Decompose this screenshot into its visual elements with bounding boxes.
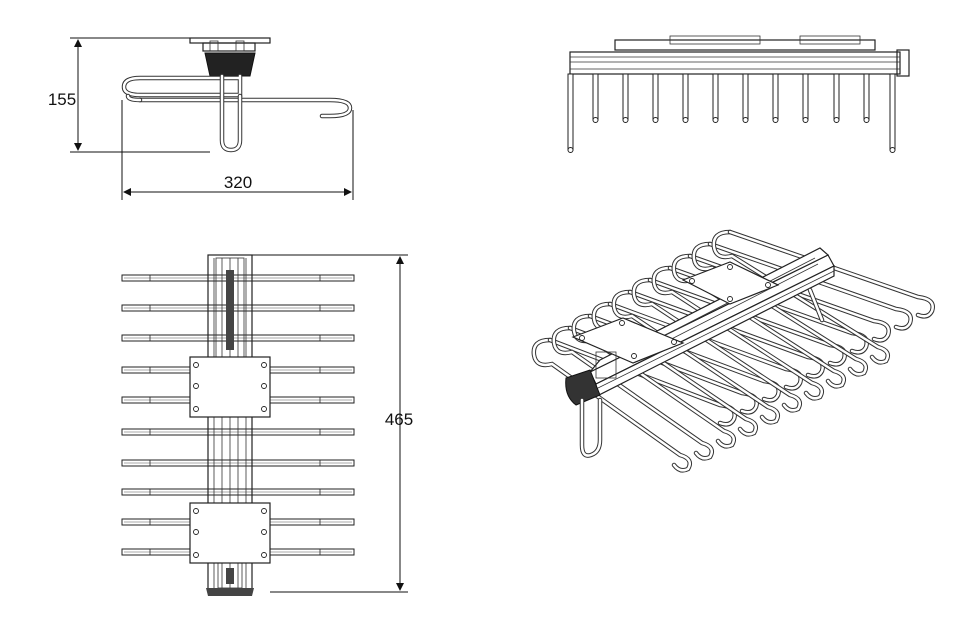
side-view: 155 320	[48, 37, 354, 200]
width-dimension-label: 320	[224, 173, 252, 192]
front-hanger	[802, 73, 809, 121]
length-dimension-label: 465	[385, 410, 413, 429]
isometric-view	[531, 229, 935, 473]
height-dimension-label: 155	[48, 90, 76, 109]
front-view	[567, 35, 910, 153]
front-hanger	[682, 73, 689, 121]
top-view: 465	[121, 254, 413, 596]
mounting-plate-2	[189, 502, 271, 564]
mounting-plate-1	[189, 356, 271, 418]
front-hanger	[567, 73, 574, 151]
front-hanger	[889, 73, 896, 151]
front-hanger	[652, 73, 659, 121]
front-hanger	[712, 73, 719, 121]
front-hanger	[863, 73, 870, 121]
front-hanger	[592, 73, 599, 121]
front-hanger	[742, 73, 749, 121]
front-hanger	[772, 73, 779, 121]
iso-plate-2	[681, 261, 780, 305]
iso-plate-1	[571, 317, 685, 364]
front-hanger	[622, 73, 629, 121]
front-hanger	[833, 73, 840, 121]
